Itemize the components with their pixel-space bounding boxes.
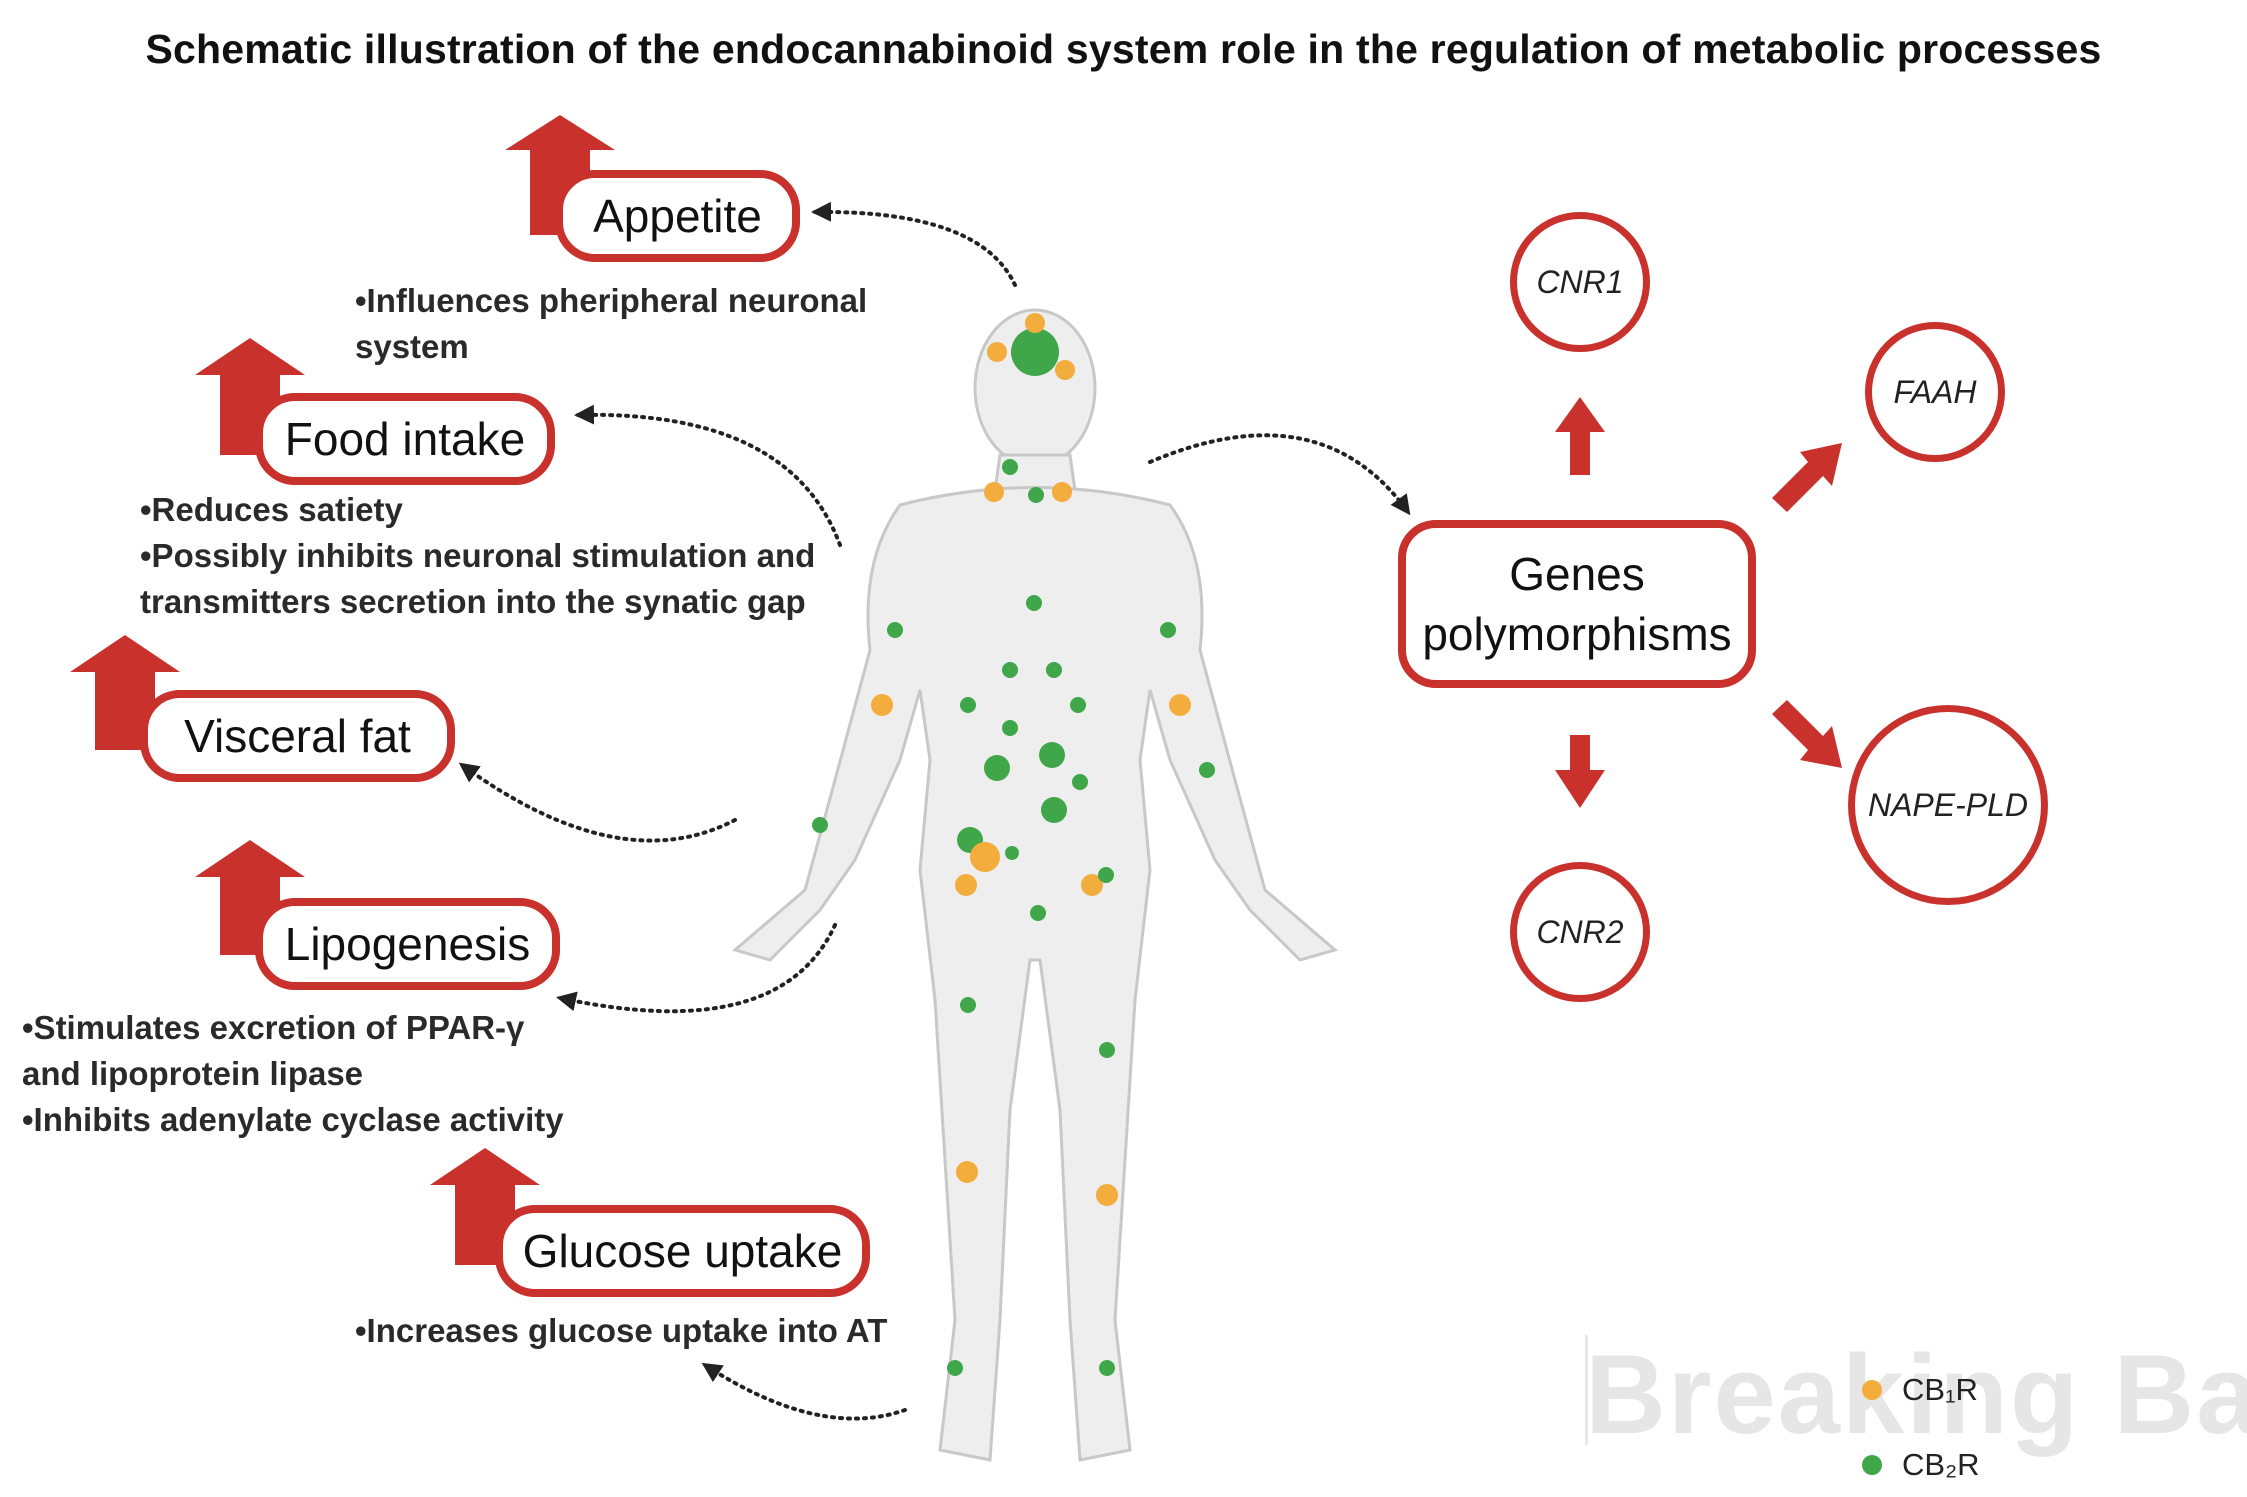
- gene-cnr1: CNR1: [1510, 212, 1650, 352]
- cb1-dot: [1025, 313, 1045, 333]
- gene-arrow-down: [1555, 735, 1605, 808]
- receptor-dots: [812, 313, 1215, 1376]
- cb2-dot: [1160, 622, 1176, 638]
- legend-cb2-swatch: [1862, 1455, 1882, 1475]
- label-food-intake: Food intake: [255, 393, 555, 485]
- legend-cb1-label: CB₁R: [1902, 1372, 1978, 1407]
- human-body-figure: [731, 308, 1339, 1462]
- cb2-dot: [1046, 662, 1062, 678]
- cb2-dot: [1026, 595, 1042, 611]
- cb2-dot: [1099, 1042, 1115, 1058]
- connector-visceral-fat: [458, 762, 737, 843]
- connector-food-intake: [574, 404, 842, 547]
- cb1-dot: [956, 1161, 978, 1183]
- cb2-dot: [1002, 720, 1018, 736]
- connector-appetite: [811, 201, 1017, 287]
- cb1-dot: [955, 874, 977, 896]
- connector-lipogenesis: [556, 923, 837, 1014]
- connector-genes: [1148, 433, 1411, 516]
- label-lipogenesis: Lipogenesis: [255, 898, 560, 990]
- cb2-dot: [887, 622, 903, 638]
- cb1-dot: [987, 342, 1007, 362]
- cb2-dot: [1028, 487, 1044, 503]
- legend-cb1-swatch: [1862, 1380, 1882, 1400]
- cb2-dot: [947, 1360, 963, 1376]
- gene-cnr2: CNR2: [1510, 862, 1650, 1002]
- gene-faah: FAAH: [1865, 322, 2005, 462]
- cb2-dot: [1070, 697, 1086, 713]
- watermark: Breaking Bad: [1585, 1332, 2247, 1457]
- cb2-dot: [1002, 662, 1018, 678]
- cb1-dot: [871, 694, 893, 716]
- legend-cb2-label: CB₂R: [1902, 1447, 1980, 1482]
- cb2-dot: [812, 817, 828, 833]
- connector-glucose-uptake: [701, 1362, 907, 1421]
- cb2-dot: [1005, 846, 1019, 860]
- gene-nape-pld: NAPE-PLD: [1848, 705, 2048, 905]
- cb1-dot: [1055, 360, 1075, 380]
- watermark-bar: [1585, 1335, 1588, 1445]
- gene-arrow-up-right: [1772, 443, 1842, 512]
- cb1-dot: [1052, 482, 1072, 502]
- cb2-dot: [1199, 762, 1215, 778]
- label-visceral-fat: Visceral fat: [140, 690, 455, 782]
- legend-cb2: CB₂R: [1862, 1447, 1980, 1483]
- glucose-uptake-description: •Increases glucose uptake into AT: [355, 1312, 888, 1349]
- diagram-title: Schematic illustration of the endocannab…: [145, 26, 2102, 72]
- cb2-dot: [1039, 742, 1065, 768]
- cb1-dot: [984, 482, 1004, 502]
- cb2-dot: [960, 997, 976, 1013]
- label-appetite: Appetite: [555, 170, 800, 262]
- cb2-dot: [1011, 328, 1059, 376]
- cb2-dot: [1099, 1360, 1115, 1376]
- food-intake-description: •Reduces satiety •Possibly inhibits neur…: [140, 491, 816, 620]
- cb1-dot: [1169, 694, 1191, 716]
- legend-cb1: CB₁R: [1862, 1372, 1978, 1408]
- lipogenesis-description: •Stimulates excretion of PPAR-γ and lipo…: [22, 1009, 564, 1138]
- cb1-dot: [1081, 874, 1103, 896]
- gene-arrow-up: [1555, 397, 1605, 475]
- cb2-dot: [1098, 867, 1114, 883]
- appetite-description: •Influences pheripheral neuronal system: [355, 282, 868, 365]
- cb2-dot: [984, 755, 1010, 781]
- cb2-dot: [960, 697, 976, 713]
- genes-line-1: Genes: [1509, 548, 1645, 600]
- genes-line-2: polymorphisms: [1422, 608, 1732, 660]
- cb2-dot: [1072, 774, 1088, 790]
- cb2-dot: [1002, 459, 1018, 475]
- genes-polymorphisms-box: Genes polymorphisms: [1398, 520, 1756, 688]
- cb1-dot: [970, 842, 1000, 872]
- label-glucose-uptake: Glucose uptake: [495, 1205, 870, 1297]
- cb2-dot: [1041, 797, 1067, 823]
- cb1-dot: [1096, 1184, 1118, 1206]
- gene-arrow-down-right: [1772, 700, 1842, 768]
- cb2-dot: [1030, 905, 1046, 921]
